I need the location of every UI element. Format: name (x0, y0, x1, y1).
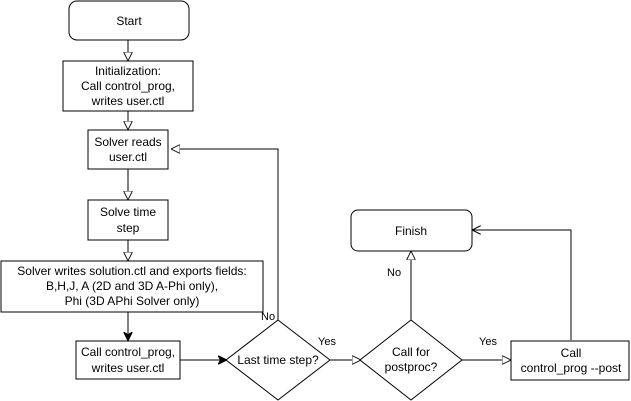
edge-label-post-yes: Yes (479, 336, 497, 348)
node-call-postproc-line-1: Call for (392, 345, 430, 359)
node-init[interactable]: Initialization: Call control_prog, write… (62, 60, 194, 112)
node-solver-reads-line-1: Solver reads (94, 135, 161, 149)
node-call-postproc-line-2: postproc? (385, 360, 438, 374)
edge-label-last-yes: Yes (318, 336, 336, 348)
edge-label-last-no: No (261, 311, 275, 323)
node-solve-step-line-2: step (117, 221, 140, 235)
node-call-prog-line-2: writes user.ctl (91, 361, 165, 375)
node-solve-step-line-1: Solve time (100, 205, 156, 219)
node-init-line-3: writes user.ctl (91, 94, 165, 108)
node-call-post-line-1: Call (561, 346, 582, 360)
node-call-post[interactable]: Call control_prog --post (510, 340, 630, 381)
node-solve-step[interactable]: Solve time step (87, 199, 169, 241)
node-solver-writes-line-2: B,H,J, A (2D and 3D A-Phi only), (46, 279, 218, 293)
node-call-prog-line-1: Call control_prog, (81, 345, 175, 359)
node-call-post-line-2: control_prog --post (521, 361, 622, 375)
node-last-step-label: Last time step? (237, 353, 319, 367)
edges (128, 40, 572, 360)
node-finish-label: Finish (395, 224, 427, 238)
node-finish[interactable]: Finish (350, 209, 473, 252)
node-solver-writes-line-1: Solver writes solution.ctl and exports f… (17, 264, 246, 278)
node-call-postproc[interactable]: Call for postproc? (359, 319, 463, 401)
node-solver-reads-line-2: user.ctl (109, 150, 147, 164)
node-start-label: Start (116, 14, 142, 28)
node-solver-writes[interactable]: Solver writes solution.ctl and exports f… (0, 260, 264, 313)
node-solver-writes-line-3: Phi (3D APhi Solver only) (65, 294, 200, 308)
edge-post-to-finish (473, 230, 572, 340)
node-solver-reads[interactable]: Solver reads user.ctl (87, 129, 169, 170)
node-call-prog[interactable]: Call control_prog, writes user.ctl (75, 340, 181, 380)
edge-label-post-no: No (387, 267, 401, 279)
node-init-line-1: Initialization: (95, 64, 161, 78)
node-last-step[interactable]: Last time step? (225, 319, 331, 401)
node-start[interactable]: Start (68, 0, 190, 41)
node-init-line-2: Call control_prog, (81, 79, 175, 93)
edge-last-step-no-loop (172, 149, 279, 320)
